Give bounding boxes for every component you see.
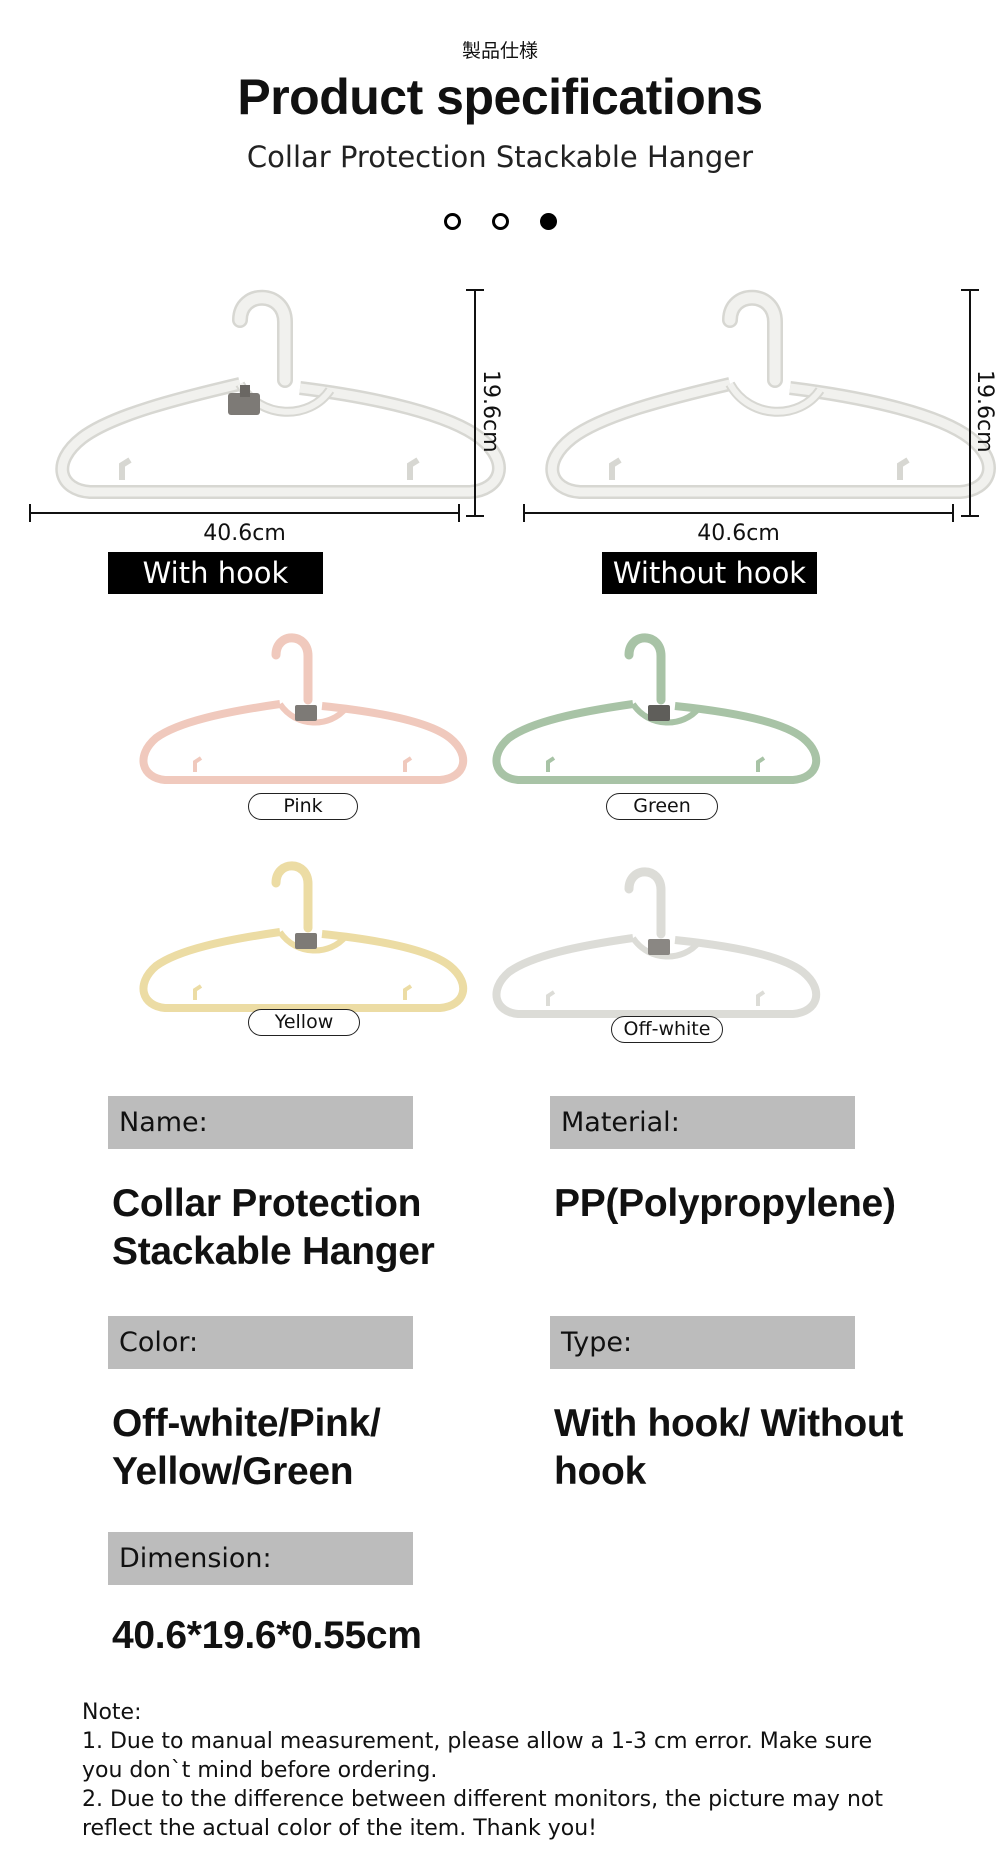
carousel-dot-2[interactable] <box>491 213 509 230</box>
spec-value-color-line1: Off-white/Pink/ <box>112 1402 381 1445</box>
color-pill-offwhite: Off-white <box>611 1016 723 1043</box>
note-heading: Note: <box>82 1700 142 1725</box>
spec-label-material: Material: <box>550 1096 855 1149</box>
spec-value-type-line2: hook <box>554 1450 646 1493</box>
hanger-dimension-illustration <box>29 289 1000 522</box>
spec-value-name-line1: Collar Protection <box>112 1182 422 1225</box>
hanger-offwhite <box>496 872 816 1014</box>
spec-label-color: Color: <box>108 1316 413 1369</box>
hanger-yellow <box>143 866 463 1008</box>
spec-label-dimension: Dimension: <box>108 1532 413 1585</box>
kicker-text: 製品仕様 <box>461 41 538 62</box>
note-block: Note: 1. Due to manual measurement, plea… <box>82 1698 902 1843</box>
height-label-left: 19.6cm <box>478 370 503 453</box>
spec-value-name-line2: Stackable Hanger <box>112 1230 435 1273</box>
note-line-1a: 1. Due to manual measurement, please all… <box>82 1729 873 1754</box>
carousel-dots <box>0 213 1000 230</box>
spec-value-type-line1: With hook/ Without <box>554 1402 904 1445</box>
color-pill-yellow: Yellow <box>248 1009 360 1036</box>
carousel-dot-3-active[interactable] <box>539 213 557 230</box>
hanger-green <box>496 638 816 780</box>
spec-value-type: With hook/ Without hook <box>554 1400 984 1496</box>
height-label-right: 19.6cm <box>972 370 997 453</box>
spec-value-name: Collar Protection Stackable Hanger <box>112 1180 532 1276</box>
color-hangers-illustration <box>0 600 1000 1020</box>
color-pill-green: Green <box>606 793 718 820</box>
spec-value-color: Off-white/Pink/ Yellow/Green <box>112 1400 532 1496</box>
hanger-pink <box>143 638 463 780</box>
spec-value-color-line2: Yellow/Green <box>112 1450 354 1493</box>
spec-label-name: Name: <box>108 1096 413 1149</box>
variant-without-hook: Without hook <box>602 552 817 594</box>
note-line-1b: you don`t mind before ordering. <box>82 1758 438 1783</box>
note-line-2b: reflect the actual color of the item. Th… <box>82 1816 597 1841</box>
width-label-right: 40.6cm <box>697 521 780 546</box>
page-title: Product specifications <box>237 69 763 125</box>
note-line-2a: 2. Due to the difference between differe… <box>82 1787 883 1812</box>
width-label-left: 40.6cm <box>203 521 286 546</box>
page-subtitle: Collar Protection Stackable Hanger <box>246 140 754 174</box>
spec-label-type: Type: <box>550 1316 855 1369</box>
variant-with-hook: With hook <box>108 552 323 594</box>
spec-value-dimension: 40.6*19.6*0.55cm <box>112 1614 422 1657</box>
color-pill-pink: Pink <box>248 793 358 820</box>
carousel-dot-1[interactable] <box>443 213 461 230</box>
spec-value-material: PP(Polypropylene) <box>554 1182 896 1225</box>
